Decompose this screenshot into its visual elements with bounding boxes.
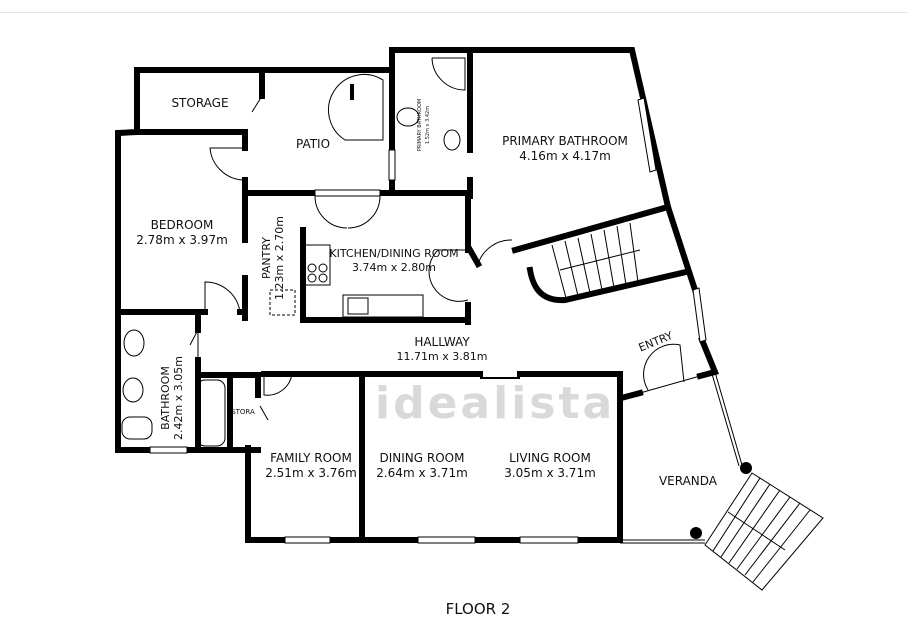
- fixtures: [121, 57, 824, 591]
- family-room-size: 2.51m x 3.76m: [265, 466, 357, 480]
- pantry-size: 1.23m x 2.70m: [273, 216, 286, 300]
- walls: [115, 47, 720, 543]
- veranda-label: VERANDA: [659, 474, 718, 488]
- floor-label: FLOOR 2: [446, 600, 511, 618]
- room-labels: STORAGE PATIO PRIMARY BATHROOM 1.52m x 3…: [136, 96, 718, 488]
- dining-room-size: 2.64m x 3.71m: [376, 466, 468, 480]
- primary-bathroom-size: 4.16m x 4.17m: [519, 149, 611, 163]
- primary-bathroom-small-size: 1.52m x 3.42m: [425, 106, 431, 144]
- primary-bathroom-label: PRIMARY BATHROOM: [502, 134, 628, 148]
- living-room-label: LIVING ROOM: [509, 451, 591, 465]
- kitchen-label: KITCHEN/DINING ROOM: [329, 247, 458, 260]
- windows: [149, 97, 743, 544]
- family-room-label: FAMILY ROOM: [270, 451, 352, 465]
- primary-bathroom-small-label: PRIMARY BATHROOM: [417, 99, 423, 151]
- bathroom-size: 2.42m x 3.05m: [172, 356, 185, 440]
- hallway-label: HALLWAY: [414, 335, 470, 349]
- stora-label: STORA: [231, 408, 255, 416]
- living-room-size: 3.05m x 3.71m: [504, 466, 596, 480]
- pantry-label: PANTRY: [260, 237, 273, 279]
- top-divider: [0, 12, 908, 13]
- bedroom-label: BEDROOM: [151, 218, 214, 232]
- bathroom-label: BATHROOM: [159, 366, 172, 430]
- hallway-size: 11.71m x 3.81m: [397, 350, 488, 363]
- storage-label: STORAGE: [171, 96, 228, 110]
- bedroom-size: 2.78m x 3.97m: [136, 233, 228, 247]
- patio-label: PATIO: [296, 137, 330, 151]
- watermark-logo: idealista: [375, 378, 615, 429]
- dining-room-label: DINING ROOM: [380, 451, 465, 465]
- doors: [189, 95, 685, 421]
- kitchen-size: 3.74m x 2.80m: [352, 261, 436, 274]
